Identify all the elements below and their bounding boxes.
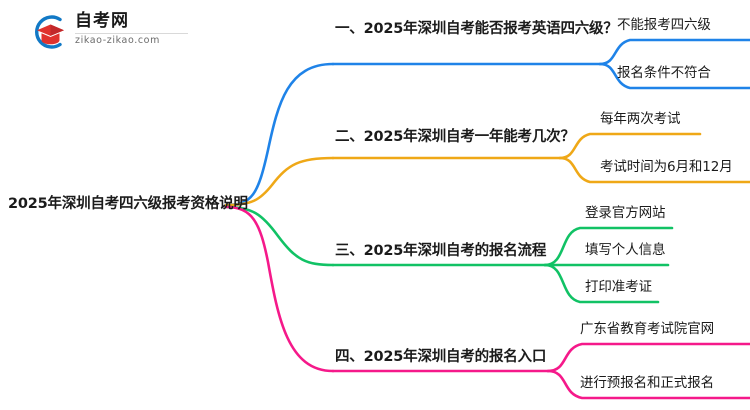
logo-domain: zikao-zikao.com (75, 35, 160, 46)
leaf-3-1-label: 登录官方网站 (585, 205, 666, 221)
leaf-4-1-label: 广东省教育考试院官网 (580, 321, 714, 337)
zikao-graduation-cap-logo-icon (30, 13, 70, 51)
leaf-3-3-label: 打印准考证 (585, 279, 652, 295)
leaf-1-2-label: 报名条件不符合 (617, 65, 711, 81)
leaf-2-1-label: 每年两次考试 (600, 111, 681, 127)
branch-2-connector (224, 132, 750, 207)
root-node-label: 2025年深圳自考四六级报考资格说明 (8, 196, 248, 212)
site-logo: 自考网 zikao-zikao.com (30, 11, 190, 53)
logo-divider (75, 33, 188, 34)
branch-1-connector (224, 38, 750, 207)
branch-4-connector (224, 205, 750, 400)
branch-2-label: 二、2025年深圳自考一年能考几次？ (335, 129, 575, 145)
logo-title: 自考网 (75, 11, 129, 31)
branch-3-label: 三、2025年深圳自考的报名流程 (335, 243, 547, 259)
leaf-3-2-label: 填写个人信息 (585, 242, 666, 258)
branch-3-connector (224, 205, 674, 304)
logo-text-block: 自考网 zikao-zikao.com (75, 11, 190, 47)
leaf-1-1-label: 不能报考四六级 (617, 17, 711, 33)
leaf-2-2-label: 考试时间为6月和12月 (600, 159, 733, 175)
leaf-4-2-label: 进行预报名和正式报名 (580, 375, 714, 391)
branch-1-label: 一、2025年深圳自考能否报考英语四六级？ (335, 21, 618, 37)
branch-4-label: 四、2025年深圳自考的报名入口 (335, 349, 547, 365)
